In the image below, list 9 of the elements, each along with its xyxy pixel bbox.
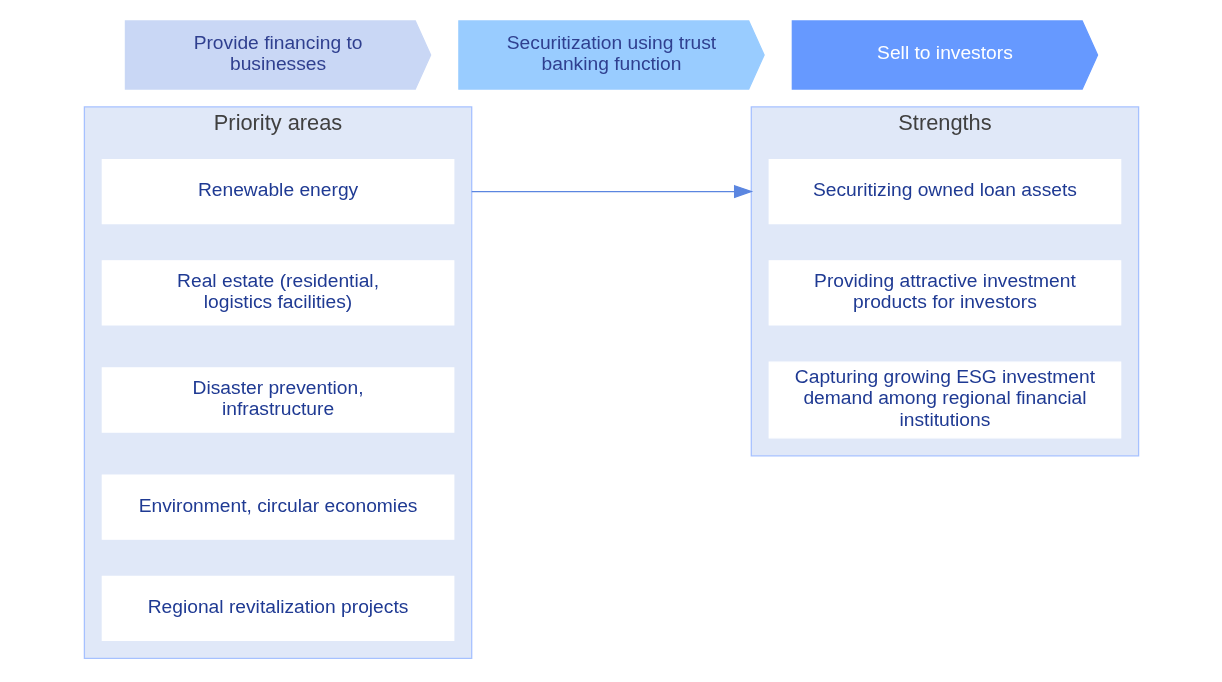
node-box: Real estate (residential, logistics facilities) — [101, 260, 454, 326]
node-box: Capturing growing ESG investment demand among regional financial institutions — [768, 361, 1121, 439]
node-box: Renewable energy — [101, 158, 454, 225]
arrow — [470, 184, 753, 199]
node-box: Securitizing owned loan assets — [768, 158, 1121, 225]
node-box: Environment, circular economies — [101, 474, 454, 540]
node-box: Regional revitalization projects — [101, 575, 454, 642]
node-box: Providing attractive investment products for investors — [768, 260, 1121, 326]
node-box: Disaster prevention, infrastructure — [101, 367, 454, 433]
